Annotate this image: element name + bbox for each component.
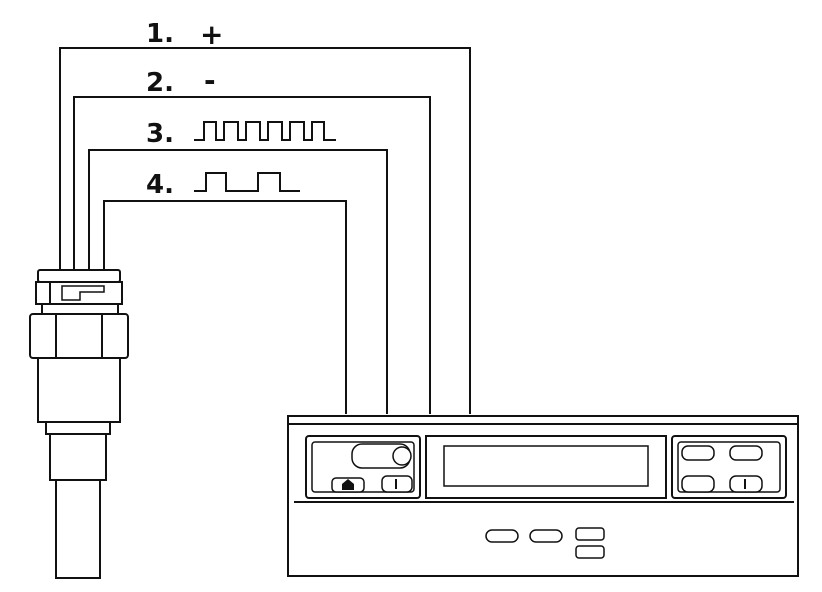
lower-button-3 <box>575 527 605 541</box>
card-slot-knob <box>392 446 412 466</box>
pin-2-number: 2. <box>146 68 174 98</box>
sensor-tube <box>55 479 101 579</box>
key-bottom-left <box>681 475 715 493</box>
pin-1-number: 1. <box>146 19 174 49</box>
pin-3-number: 3. <box>146 119 174 149</box>
pin-1-signal: + <box>200 18 223 51</box>
sensor-body <box>37 357 121 423</box>
key-top-right <box>729 445 763 461</box>
lower-button-4 <box>575 545 605 559</box>
lower-button-1 <box>485 529 519 543</box>
sensor-connector-top <box>37 269 121 283</box>
pin-3-pulse-waveform <box>194 121 336 141</box>
sensor-neck <box>41 303 119 315</box>
wire-2-negative <box>73 96 431 414</box>
pin-labels: 1. + 2. - 3. 4. <box>146 18 336 200</box>
wire-1-positive <box>59 47 471 414</box>
tachograph <box>287 415 799 577</box>
key-top-left <box>681 445 715 461</box>
pin-2-signal: - <box>204 64 216 97</box>
sensor-hex-nut <box>29 313 129 359</box>
pin-4-pulse-waveform <box>194 172 300 192</box>
eject-icon <box>342 479 354 490</box>
sensor-shaft <box>49 433 107 481</box>
display-screen <box>443 445 649 487</box>
wire-3-pulse <box>88 149 388 414</box>
speed-sensor <box>29 269 129 579</box>
sensor-thread-collar <box>45 421 111 435</box>
pin-4-number: 4. <box>146 170 174 200</box>
sensor-connector-notch <box>61 285 105 301</box>
wires <box>59 47 471 414</box>
wire-4-pulse <box>103 200 347 414</box>
lower-button-2 <box>529 529 563 543</box>
